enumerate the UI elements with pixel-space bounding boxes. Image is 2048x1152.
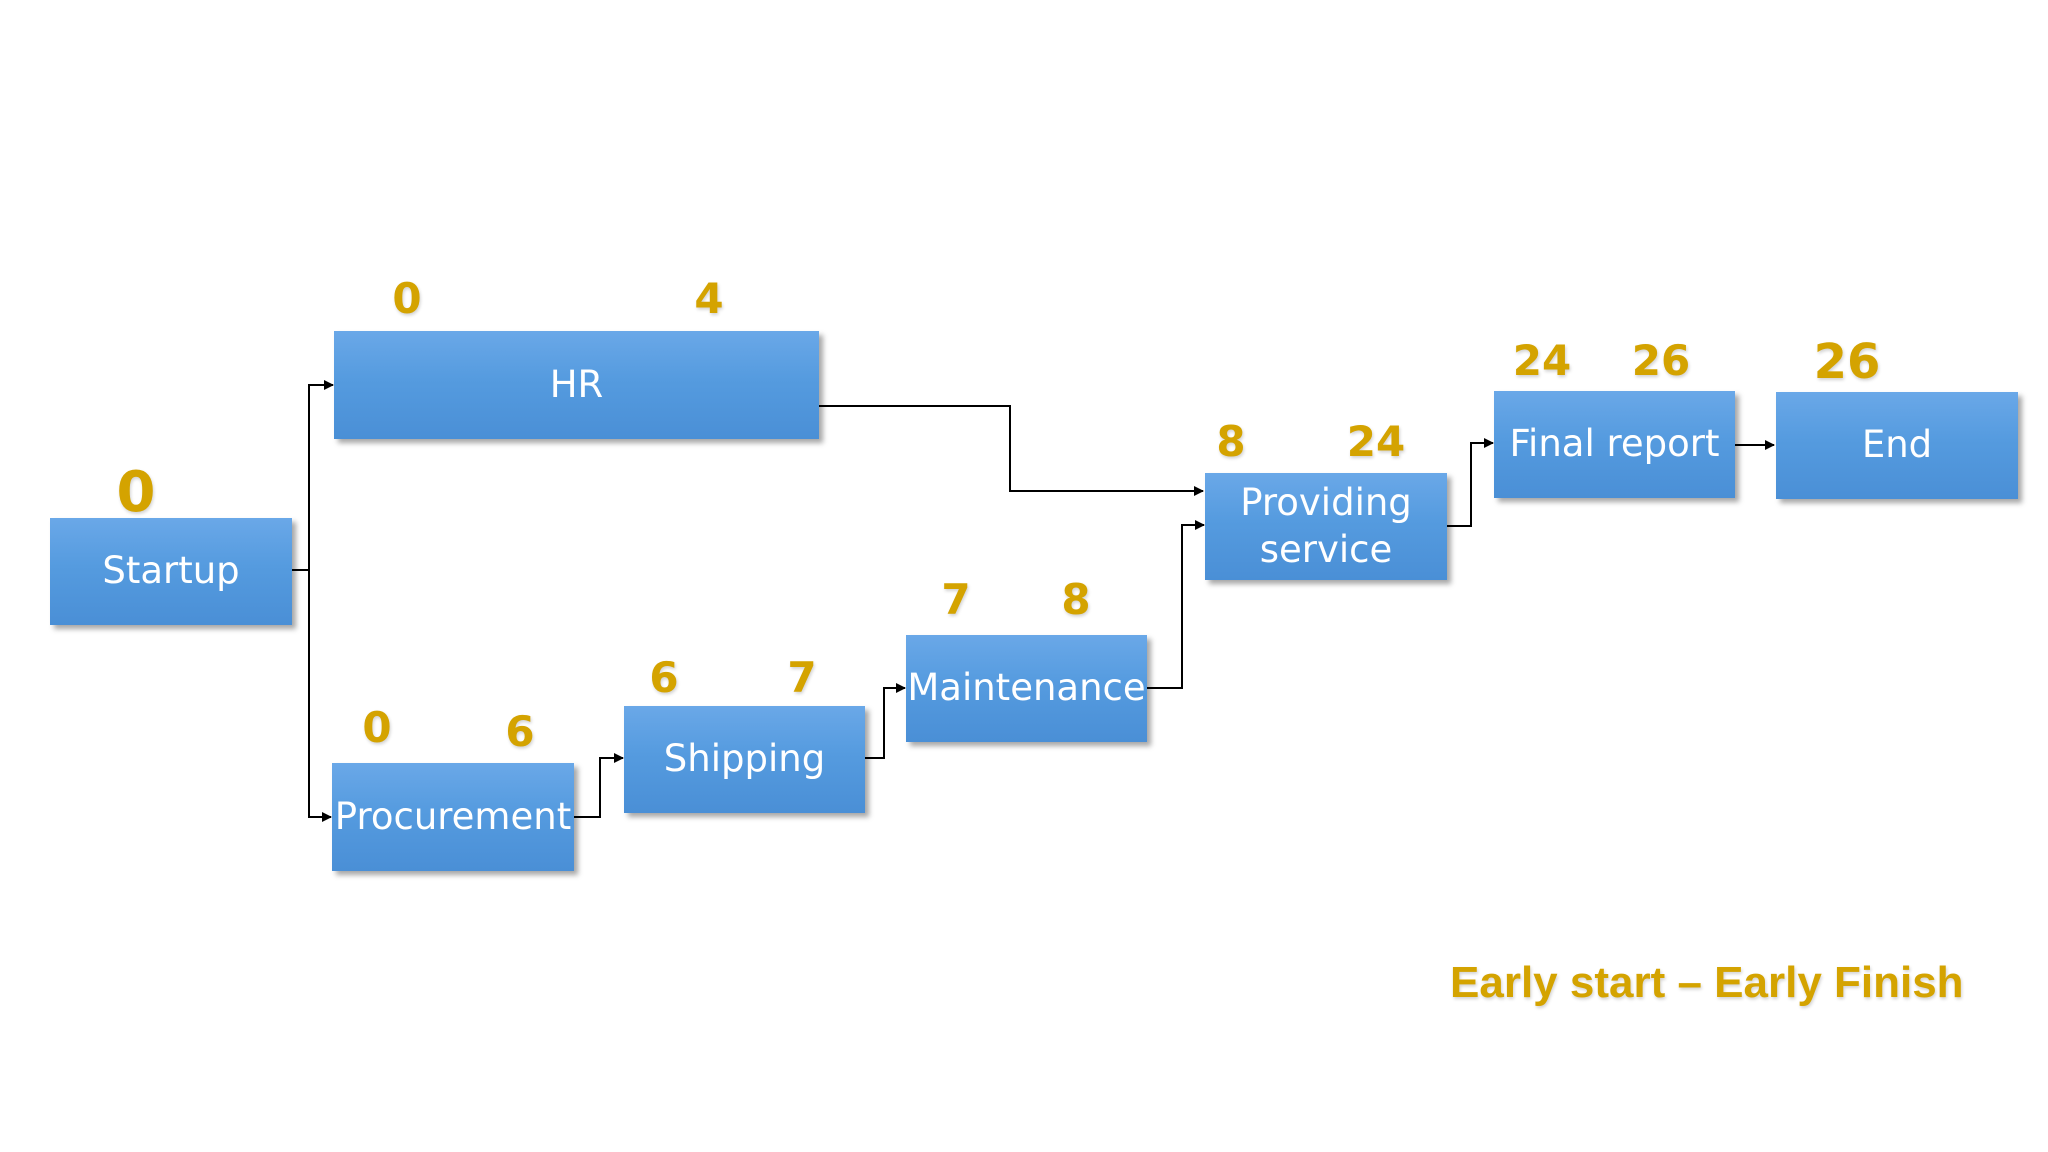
shipping-early-finish: 7 [787, 653, 817, 702]
final-report-early-finish: 26 [1631, 336, 1691, 385]
maintenance-early-start: 7 [941, 575, 971, 624]
connector-hr-providing [818, 405, 1204, 496]
task-maintenance: Maintenance [906, 635, 1147, 742]
startup-early-start: 0 [116, 460, 156, 525]
connector-startup-procurement [292, 569, 332, 822]
connector-maintenance-providing [1147, 520, 1205, 689]
task-hr: HR [334, 331, 819, 439]
task-startup-label: Startup [102, 549, 240, 593]
task-end: End [1776, 392, 2018, 499]
connector-startup-hr [292, 380, 334, 571]
maintenance-early-finish: 8 [1061, 575, 1091, 624]
providing-service-early-start: 8 [1216, 417, 1246, 466]
final-report-early-start: 24 [1512, 336, 1572, 385]
task-hr-label: HR [549, 362, 604, 406]
task-shipping: Shipping [624, 706, 865, 813]
task-providing-service-label-line2: service [1259, 527, 1393, 571]
procurement-early-start: 0 [362, 703, 392, 752]
procurement-early-finish: 6 [505, 707, 535, 756]
task-final-report: Final report [1494, 391, 1735, 498]
task-procurement: Procurement [332, 763, 574, 871]
providing-service-early-finish: 24 [1346, 417, 1406, 466]
task-startup: Startup [50, 518, 292, 625]
task-end-label: End [1861, 423, 1933, 467]
task-maintenance-label: Maintenance [907, 666, 1146, 710]
connector-procurement-shipping [574, 753, 624, 818]
task-providing-service-label-line1: Providing [1240, 481, 1412, 525]
end-early-start: 26 [1813, 334, 1881, 390]
hr-early-start: 0 [392, 274, 422, 323]
task-procurement-label: Procurement [334, 794, 572, 838]
connector-shipping-maintenance [865, 683, 906, 759]
task-providing-service: Providing service [1205, 473, 1447, 580]
task-final-report-label: Final report [1509, 422, 1720, 466]
connector-providing-final [1447, 438, 1494, 527]
shipping-early-start: 6 [649, 653, 679, 702]
task-shipping-label: Shipping [663, 737, 826, 781]
hr-early-finish: 4 [694, 274, 724, 323]
legend-early-start-early-finish: Early start – Early Finish [1450, 958, 1964, 1007]
